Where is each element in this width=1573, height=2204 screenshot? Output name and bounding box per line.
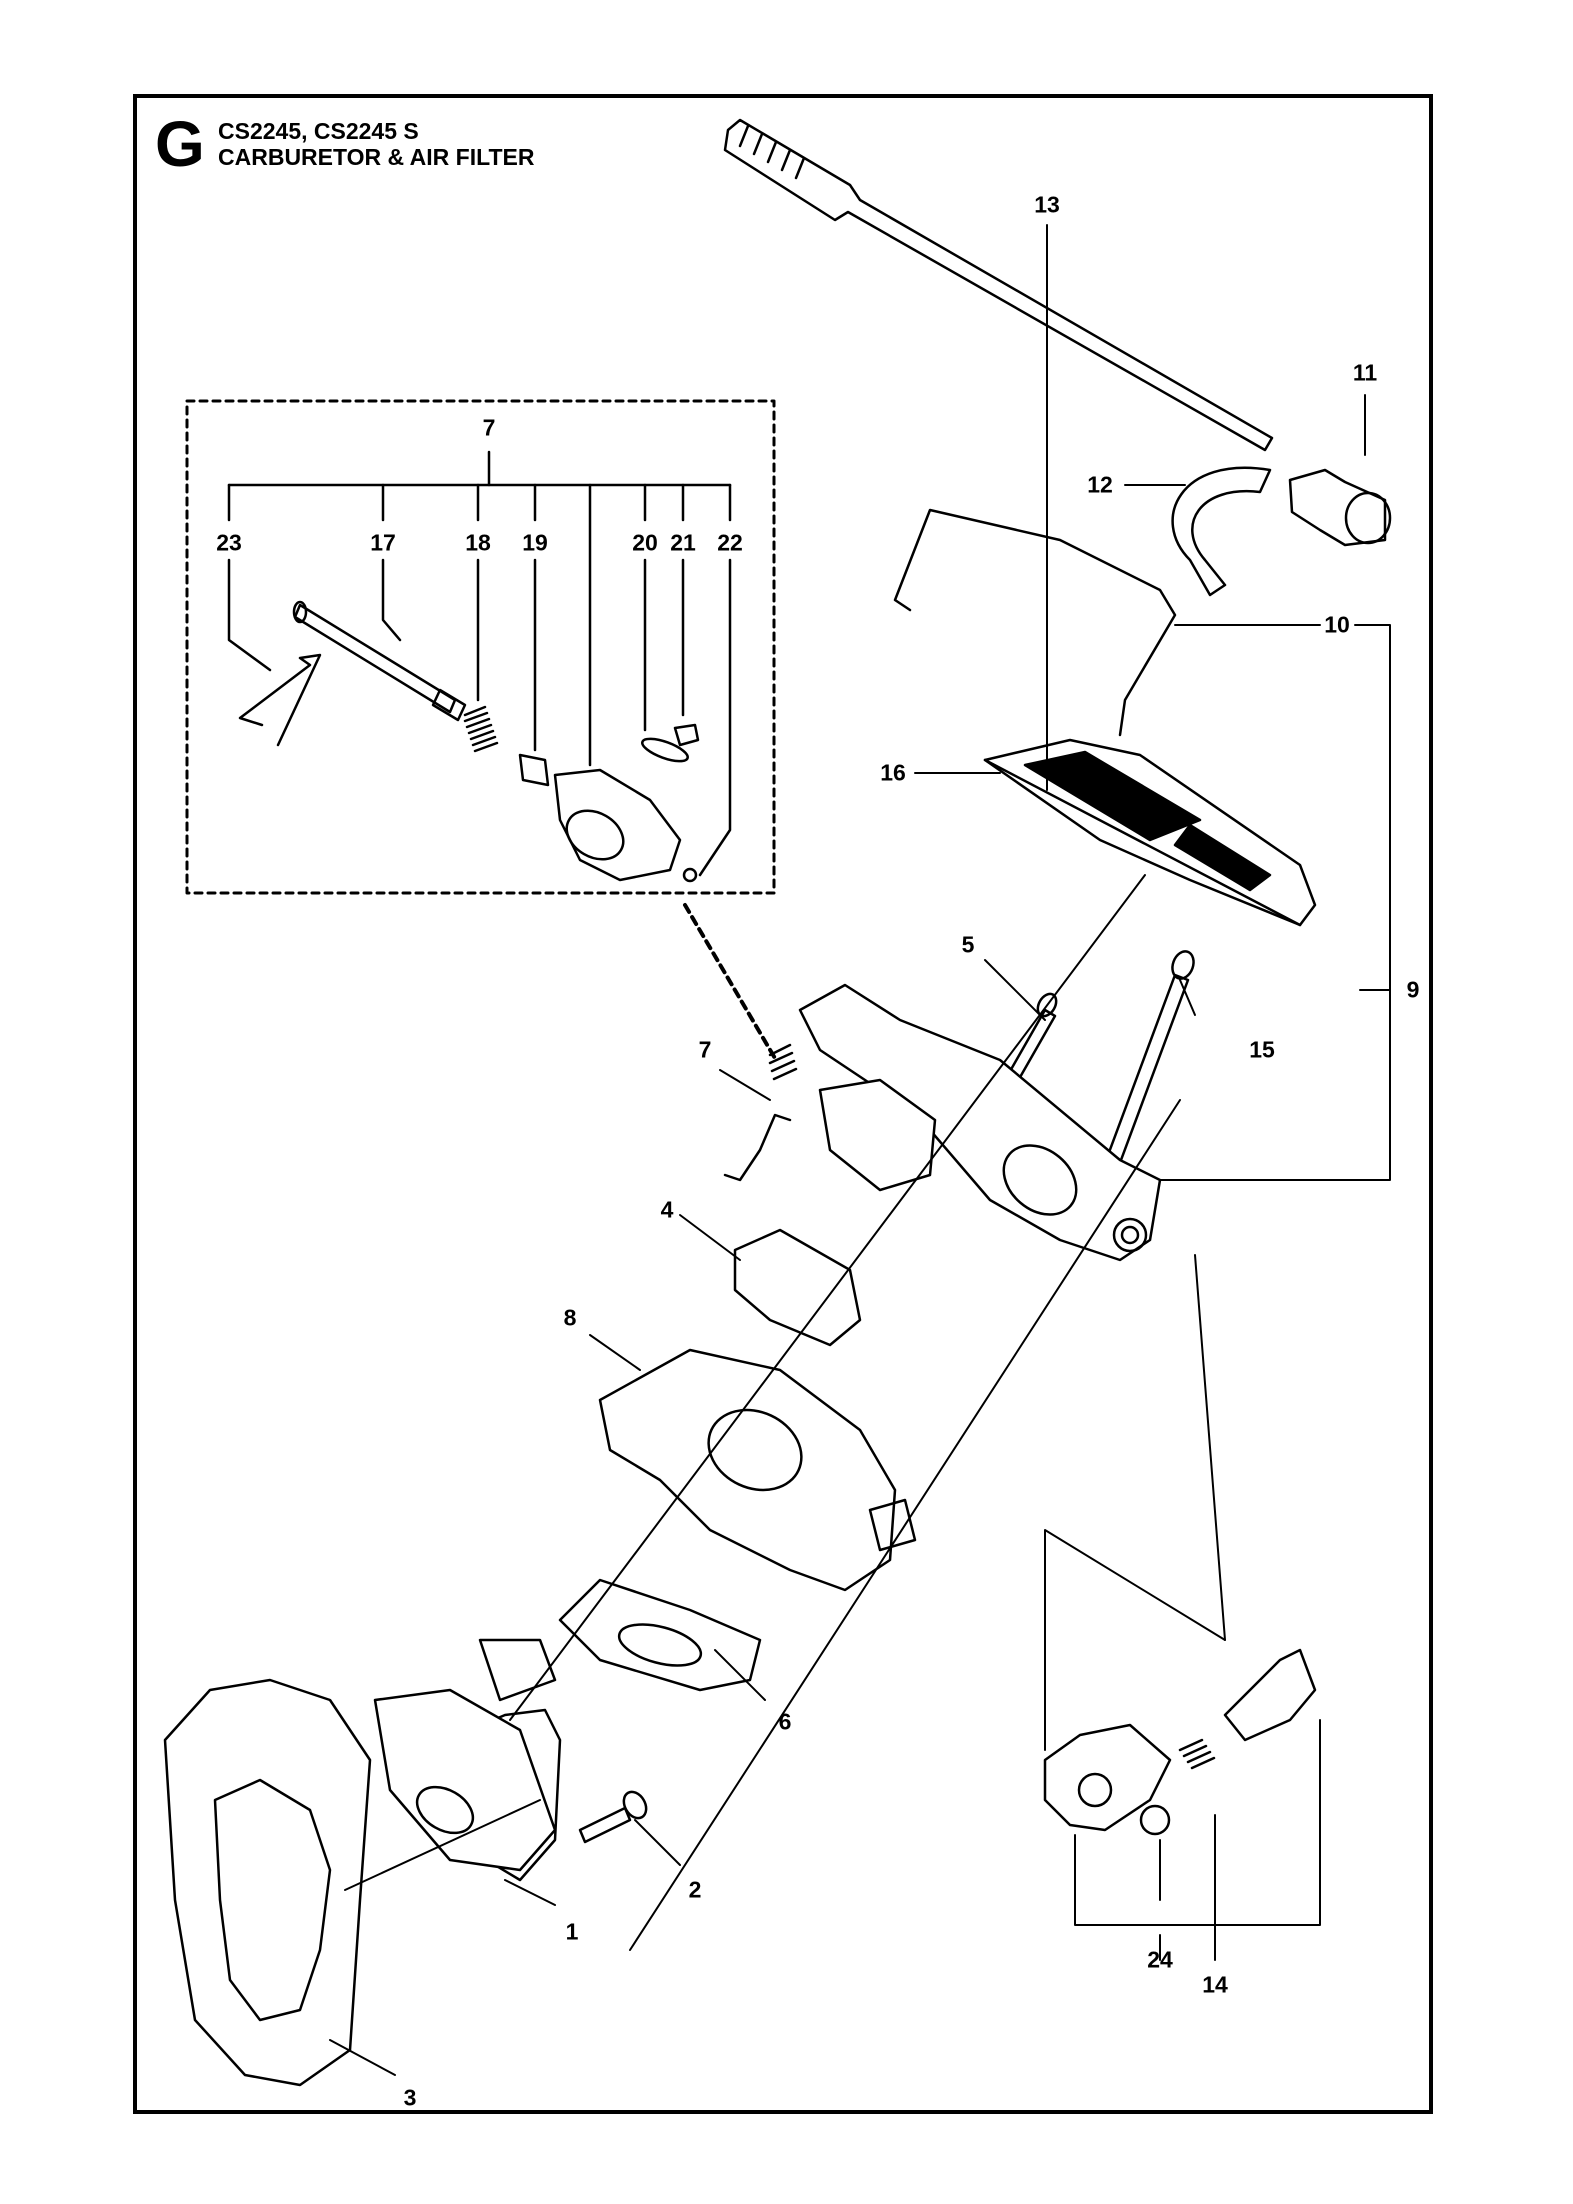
callout-15: 15 (1249, 1036, 1275, 1063)
detail-connector-dashed (683, 903, 778, 1062)
callout-3: 3 (403, 2084, 417, 2111)
callout-23: 23 (216, 529, 242, 556)
part-4-intake-block (733, 1228, 862, 1347)
callout-17: 17 (370, 529, 396, 556)
detail-part-22-clip (682, 867, 698, 883)
detail-throttle-body (553, 768, 682, 882)
detail-bracket (227, 450, 732, 877)
detail-part-23-wire-link (238, 653, 322, 747)
callout-22: 22 (717, 529, 743, 556)
callout-8: 8 (563, 1304, 577, 1331)
callout-24: 24 (1147, 1946, 1173, 1973)
callout-16: 16 (880, 759, 906, 786)
part-7-throttle-shaft (723, 1043, 937, 1192)
leader-lines (329, 224, 1391, 2076)
detail-part-21-screw (673, 723, 700, 747)
detail-box-dashed (185, 399, 776, 895)
callout-5: 5 (961, 931, 975, 958)
part-13-fuel-line (723, 118, 1274, 452)
callout-18: 18 (465, 529, 491, 556)
callout-1: 1 (565, 1918, 579, 1945)
part-2-screw (578, 1790, 648, 1844)
callout-7-detail: 7 (482, 414, 496, 441)
part-6-intake-flange (558, 1578, 762, 1692)
model-numbers: CS2245, CS2245 S (218, 118, 419, 144)
detail-part-19-bushing (518, 753, 550, 787)
detail-part-20-washer (641, 737, 689, 763)
part-12-fuel-hose (1171, 466, 1272, 597)
section-letter: G (155, 108, 205, 180)
section-title: CARBURETOR & AIR FILTER (218, 144, 535, 170)
callout-4: 4 (660, 1196, 674, 1223)
callout-6: 6 (778, 1708, 792, 1735)
part-10-wire (893, 508, 1177, 737)
part-24-washer (1139, 1804, 1171, 1836)
callout-20: 20 (632, 529, 658, 556)
part-14-choke-assembly (1043, 1648, 1317, 1832)
callout-10: 10 (1324, 611, 1350, 638)
callout-12: 12 (1087, 471, 1113, 498)
part-3-filter-cover (163, 1678, 372, 2087)
callout-21: 21 (670, 529, 696, 556)
callout-9: 9 (1406, 976, 1420, 1003)
part-11-primer-bulb (1288, 468, 1392, 547)
callout-11: 11 (1352, 359, 1378, 386)
callout-14: 14 (1202, 1971, 1228, 1998)
diagram-title: CS2245, CS2245 S CARBURETOR & AIR FILTER (218, 118, 534, 170)
part-1-intake-boot (373, 1638, 562, 1882)
diagram-frame (133, 94, 1433, 2114)
detail-part-18-spring (463, 705, 499, 753)
callout-2: 2 (688, 1876, 702, 1903)
part-8-carburetor (598, 1348, 917, 1592)
detail-part-17-shaft (292, 600, 467, 722)
callout-13: 13 (1034, 191, 1060, 218)
callout-19: 19 (522, 529, 548, 556)
part-16-air-filter (983, 738, 1317, 927)
callout-7-main: 7 (698, 1036, 712, 1063)
